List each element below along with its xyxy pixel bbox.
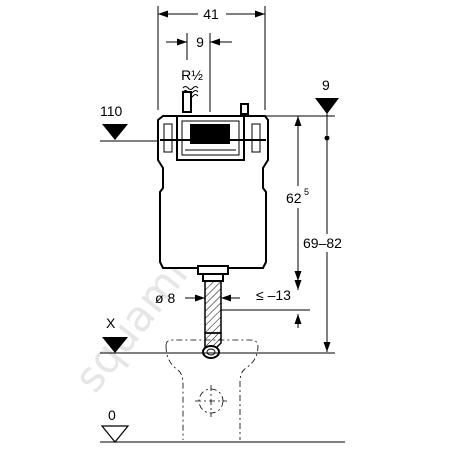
dimension-overall-height: 69–82	[302, 138, 354, 352]
label-water-connection: R½	[181, 67, 203, 83]
label-pipe-offset: 9	[196, 34, 204, 50]
toilet-bowl-outline	[165, 339, 259, 440]
drain-pipe	[202, 280, 222, 359]
label-pipe-diameter: ø 8	[155, 290, 175, 306]
dimension-pipe-projection: ≤ –13	[221, 280, 310, 328]
dimension-top-offset-9: 9	[265, 77, 339, 141]
label-overall-height: 69–82	[303, 235, 342, 251]
label-top-offset: 9	[322, 77, 330, 93]
label-width: 41	[203, 6, 219, 22]
dimension-cistern-height: 62 5	[284, 116, 314, 281]
level-marker-110: 110	[100, 103, 163, 142]
label-level-110: 110	[100, 103, 123, 119]
label-pipe-projection: ≤ –13	[256, 287, 291, 303]
cistern-frame	[157, 91, 269, 282]
dimension-width-41: 41	[157, 5, 266, 110]
dimension-pipe-offset-9: 9	[166, 33, 232, 112]
level-marker-floor: 0	[100, 407, 345, 443]
label-floor-level: 0	[108, 407, 116, 423]
label-cistern-height-sup: 5	[304, 187, 309, 197]
label-cistern-height: 62	[286, 190, 302, 206]
dimension-pipe-diameter: ø 8	[155, 290, 240, 306]
level-marker-x: X	[100, 315, 335, 354]
label-level-x: X	[106, 315, 116, 331]
